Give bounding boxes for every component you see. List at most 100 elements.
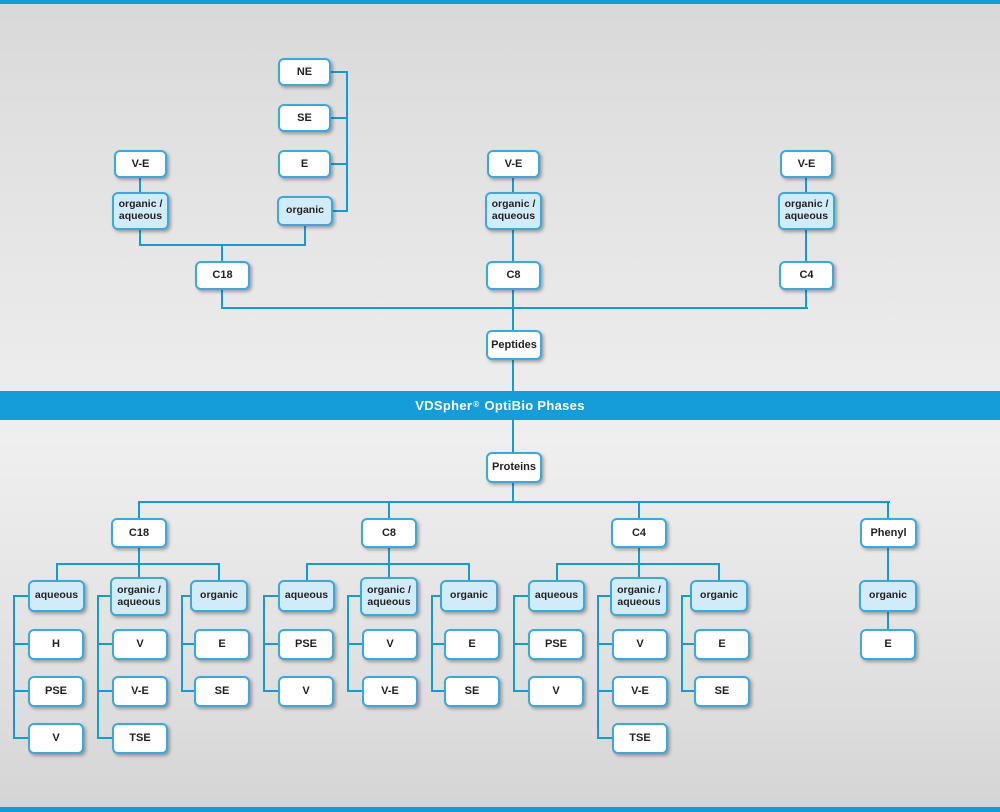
banner-title: VDSpher® OptiBio Phases [0, 391, 1000, 420]
proteins-phenyl-organic-ending-e: E [860, 629, 916, 660]
connector-line [181, 690, 194, 692]
proteins-c4-mode-organic: organic [690, 580, 748, 612]
connector-line [221, 290, 223, 309]
connector-line [181, 595, 190, 597]
proteins-phase-phenyl: Phenyl [860, 518, 917, 548]
banner-rest: OptiBio Phases [484, 398, 585, 413]
connector-line [556, 563, 558, 580]
proteins-c18-orgaq-ending-ve: V-E [112, 676, 168, 707]
connector-line [513, 595, 528, 597]
connector-line [346, 71, 348, 212]
proteins-c18-orgaq-ending-tse: TSE [112, 723, 168, 754]
connector-line [512, 178, 514, 193]
connector-line [681, 643, 694, 645]
connector-line [805, 178, 807, 193]
proteins-phenyl-mode-organic: organic [859, 580, 917, 612]
proteins-c8-aqueous-ending-v: V [278, 676, 334, 707]
connector-line [597, 595, 599, 739]
connector-line [681, 690, 694, 692]
connector-line [638, 501, 640, 518]
connector-line [512, 290, 514, 330]
connector-line [218, 563, 220, 580]
proteins-c8-organic-ending-se: SE [444, 676, 500, 707]
proteins-c18-aqueous-ending-v: V [28, 723, 84, 754]
connector-line [597, 595, 610, 597]
connector-line [138, 501, 890, 503]
peptides-c4-orgaq-ending-ve: V-E [780, 150, 833, 178]
root-proteins: Proteins [486, 452, 542, 483]
connector-line [97, 595, 110, 597]
connector-line [512, 230, 514, 261]
peptides-c18-orgaq-ending-ve: V-E [114, 150, 167, 178]
peptides-c18-organic-ending-ne: NE [278, 58, 331, 86]
connector-line [97, 595, 99, 739]
connector-line [221, 244, 223, 261]
connector-line [597, 737, 612, 739]
proteins-c8-organic-ending-e: E [444, 629, 500, 660]
peptides-c18-mode-organic: organic [277, 196, 333, 226]
connector-line [513, 690, 528, 692]
proteins-c8-aqueous-ending-pse: PSE [278, 629, 334, 660]
proteins-c4-orgaq-ending-v: V [612, 629, 668, 660]
proteins-c4-orgaq-ending-ve: V-E [612, 676, 668, 707]
proteins-c18-organic-ending-e: E [194, 629, 250, 660]
connector-line [13, 690, 28, 692]
connector-line [13, 595, 15, 739]
peptides-phase-c8: C8 [486, 261, 541, 290]
connector-line [138, 501, 140, 518]
connector-line [97, 690, 112, 692]
proteins-c4-organic-ending-se: SE [694, 676, 750, 707]
connector-line [805, 290, 807, 309]
proteins-c4-aqueous-ending-pse: PSE [528, 629, 584, 660]
banner-brand: VDSpher [415, 398, 473, 413]
connector-line [681, 595, 690, 597]
peptides-c18-organic-ending-se: SE [278, 104, 331, 132]
connector-line [306, 563, 308, 580]
connector-line [638, 548, 640, 564]
registered-trademark-icon: ® [473, 400, 480, 409]
connector-line [263, 643, 278, 645]
peptides-phase-c18: C18 [195, 261, 250, 290]
connector-line [388, 501, 390, 518]
connector-line [97, 643, 112, 645]
peptides-c4-mode-organic-aqueous: organic / aqueous [778, 192, 835, 230]
connector-line [221, 307, 808, 309]
connector-line [139, 178, 141, 193]
proteins-c8-orgaq-ending-v: V [362, 629, 418, 660]
connector-line [181, 643, 194, 645]
connector-line [347, 690, 362, 692]
proteins-c18-orgaq-ending-v: V [112, 629, 168, 660]
connector-line [431, 595, 440, 597]
connector-line [304, 226, 306, 246]
proteins-c18-mode-organic: organic [190, 580, 248, 612]
peptides-c8-mode-organic-aqueous: organic / aqueous [485, 192, 542, 230]
connector-line [97, 737, 112, 739]
connector-line [638, 563, 640, 577]
connector-line [13, 643, 28, 645]
proteins-c8-mode-organic: organic [440, 580, 498, 612]
connector-line [13, 737, 28, 739]
connector-line [431, 643, 444, 645]
proteins-c18-mode-organic-aqueous: organic / aqueous [110, 577, 168, 616]
connector-line [513, 643, 528, 645]
connector-line [138, 563, 140, 577]
bottom-edge-bar [0, 807, 1000, 812]
root-peptides: Peptides [486, 330, 542, 360]
connector-line [431, 690, 444, 692]
connector-line [468, 563, 470, 580]
connector-line [805, 230, 807, 261]
peptides-c8-orgaq-ending-ve: V-E [487, 150, 540, 178]
connector-line [138, 548, 140, 564]
top-edge-bar [0, 0, 1000, 4]
connector-line [333, 210, 348, 212]
proteins-c4-aqueous-ending-v: V [528, 676, 584, 707]
connector-line [347, 643, 362, 645]
connector-line [263, 595, 278, 597]
connector-line [597, 690, 612, 692]
connector-line [718, 563, 720, 580]
proteins-c18-mode-aqueous: aqueous [28, 580, 85, 612]
connector-line [512, 420, 514, 452]
proteins-c4-mode-aqueous: aqueous [528, 580, 585, 612]
proteins-phase-c18: C18 [111, 518, 167, 548]
